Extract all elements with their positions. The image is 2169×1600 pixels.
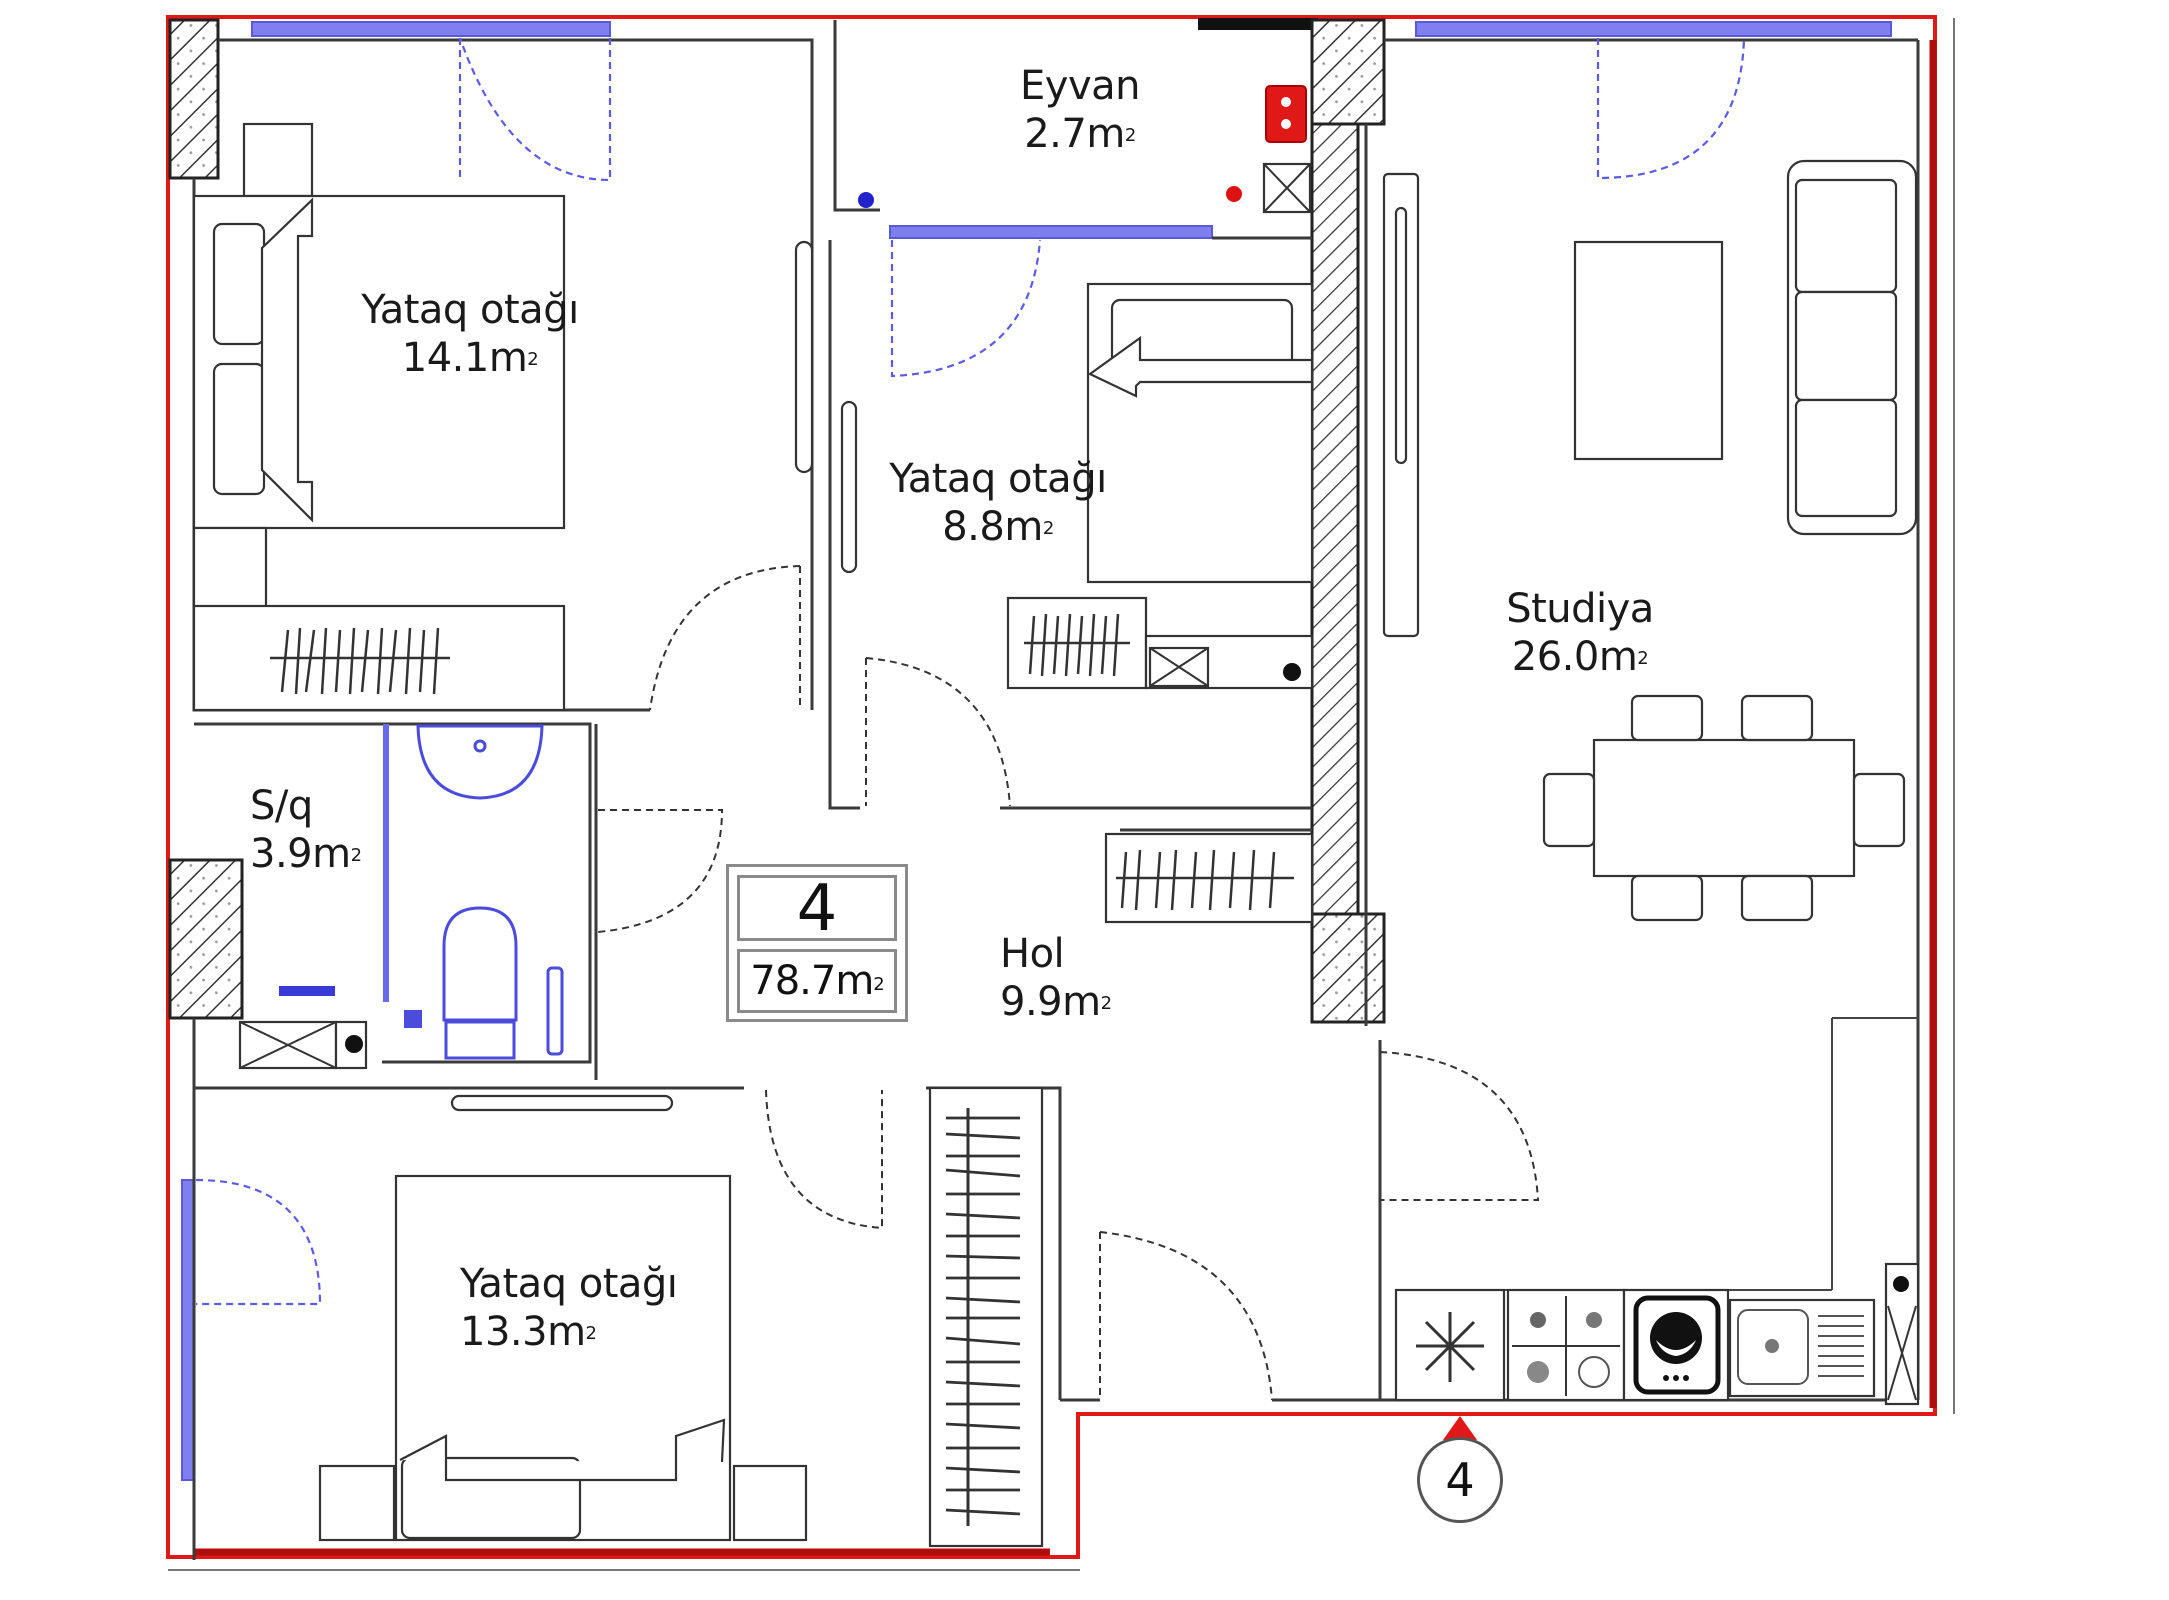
room-name: Eyvan bbox=[1020, 63, 1140, 109]
studio-furniture bbox=[1382, 159, 1918, 922]
room-area: 3.9m2 bbox=[250, 831, 362, 877]
section-marker: 4 bbox=[1417, 1437, 1503, 1523]
room-name: Studiya bbox=[1506, 586, 1654, 632]
unit-total-area: 78.7m2 bbox=[737, 949, 897, 1013]
boiler-icon bbox=[1265, 85, 1307, 143]
room-area: 14.1m2 bbox=[401, 335, 539, 381]
snowflake-icon bbox=[1416, 1312, 1484, 1382]
room-label-bedroom-3: Yataq otağı 13.3m2 bbox=[460, 1260, 740, 1356]
door-swings bbox=[195, 37, 1746, 1401]
room-area: 26.0m2 bbox=[1511, 634, 1649, 680]
room-area: 2.7m2 bbox=[1024, 111, 1136, 157]
room-name: Yataq otağı bbox=[361, 287, 579, 333]
bedroom-3-wardrobe-hangers bbox=[945, 1116, 1021, 1516]
room-label-bedroom-2: Yataq otağı 8.8m2 bbox=[848, 455, 1148, 551]
room-area: 9.9m2 bbox=[1000, 979, 1112, 1025]
room-name: Hol bbox=[1000, 931, 1065, 977]
hall-wardrobe bbox=[1104, 832, 1314, 924]
walls bbox=[192, 20, 1920, 1560]
balcony-fixtures bbox=[858, 85, 1312, 214]
gas-riser-icon bbox=[1226, 186, 1242, 202]
windows bbox=[181, 21, 1892, 1481]
room-label-bedroom-1: Yataq otağı 14.1m2 bbox=[320, 286, 620, 382]
room-area: 8.8m2 bbox=[942, 504, 1054, 550]
room-label-hall: Hol 9.9m2 bbox=[1000, 930, 1140, 1026]
structural-columns bbox=[168, 18, 1386, 1024]
washbasin-icon bbox=[416, 724, 544, 800]
bathroom-fixtures bbox=[238, 724, 564, 1070]
room-area: 13.3m2 bbox=[460, 1309, 597, 1355]
unit-info-box: 4 78.7m2 bbox=[726, 864, 908, 1022]
unit-number: 4 bbox=[737, 875, 897, 941]
toilet-icon bbox=[442, 906, 518, 1022]
room-name: Yataq otağı bbox=[889, 456, 1107, 502]
bedroom-1-furniture bbox=[192, 122, 814, 712]
room-name: Yataq otağı bbox=[460, 1261, 678, 1307]
bedroom-2-furniture bbox=[840, 282, 1314, 690]
unit-outline bbox=[166, 15, 1955, 1571]
room-label-balcony: Eyvan 2.7m2 bbox=[1000, 62, 1160, 158]
room-label-bathroom: S/q 3.9m2 bbox=[250, 782, 380, 878]
bedroom-3-furniture bbox=[318, 1086, 1044, 1548]
water-riser-icon bbox=[858, 192, 874, 208]
section-arrow-icon bbox=[1443, 1416, 1477, 1440]
kitchen-counter bbox=[1394, 1262, 1920, 1406]
room-label-studio: Studiya 26.0m2 bbox=[1470, 585, 1690, 681]
room-name: S/q bbox=[250, 783, 313, 829]
